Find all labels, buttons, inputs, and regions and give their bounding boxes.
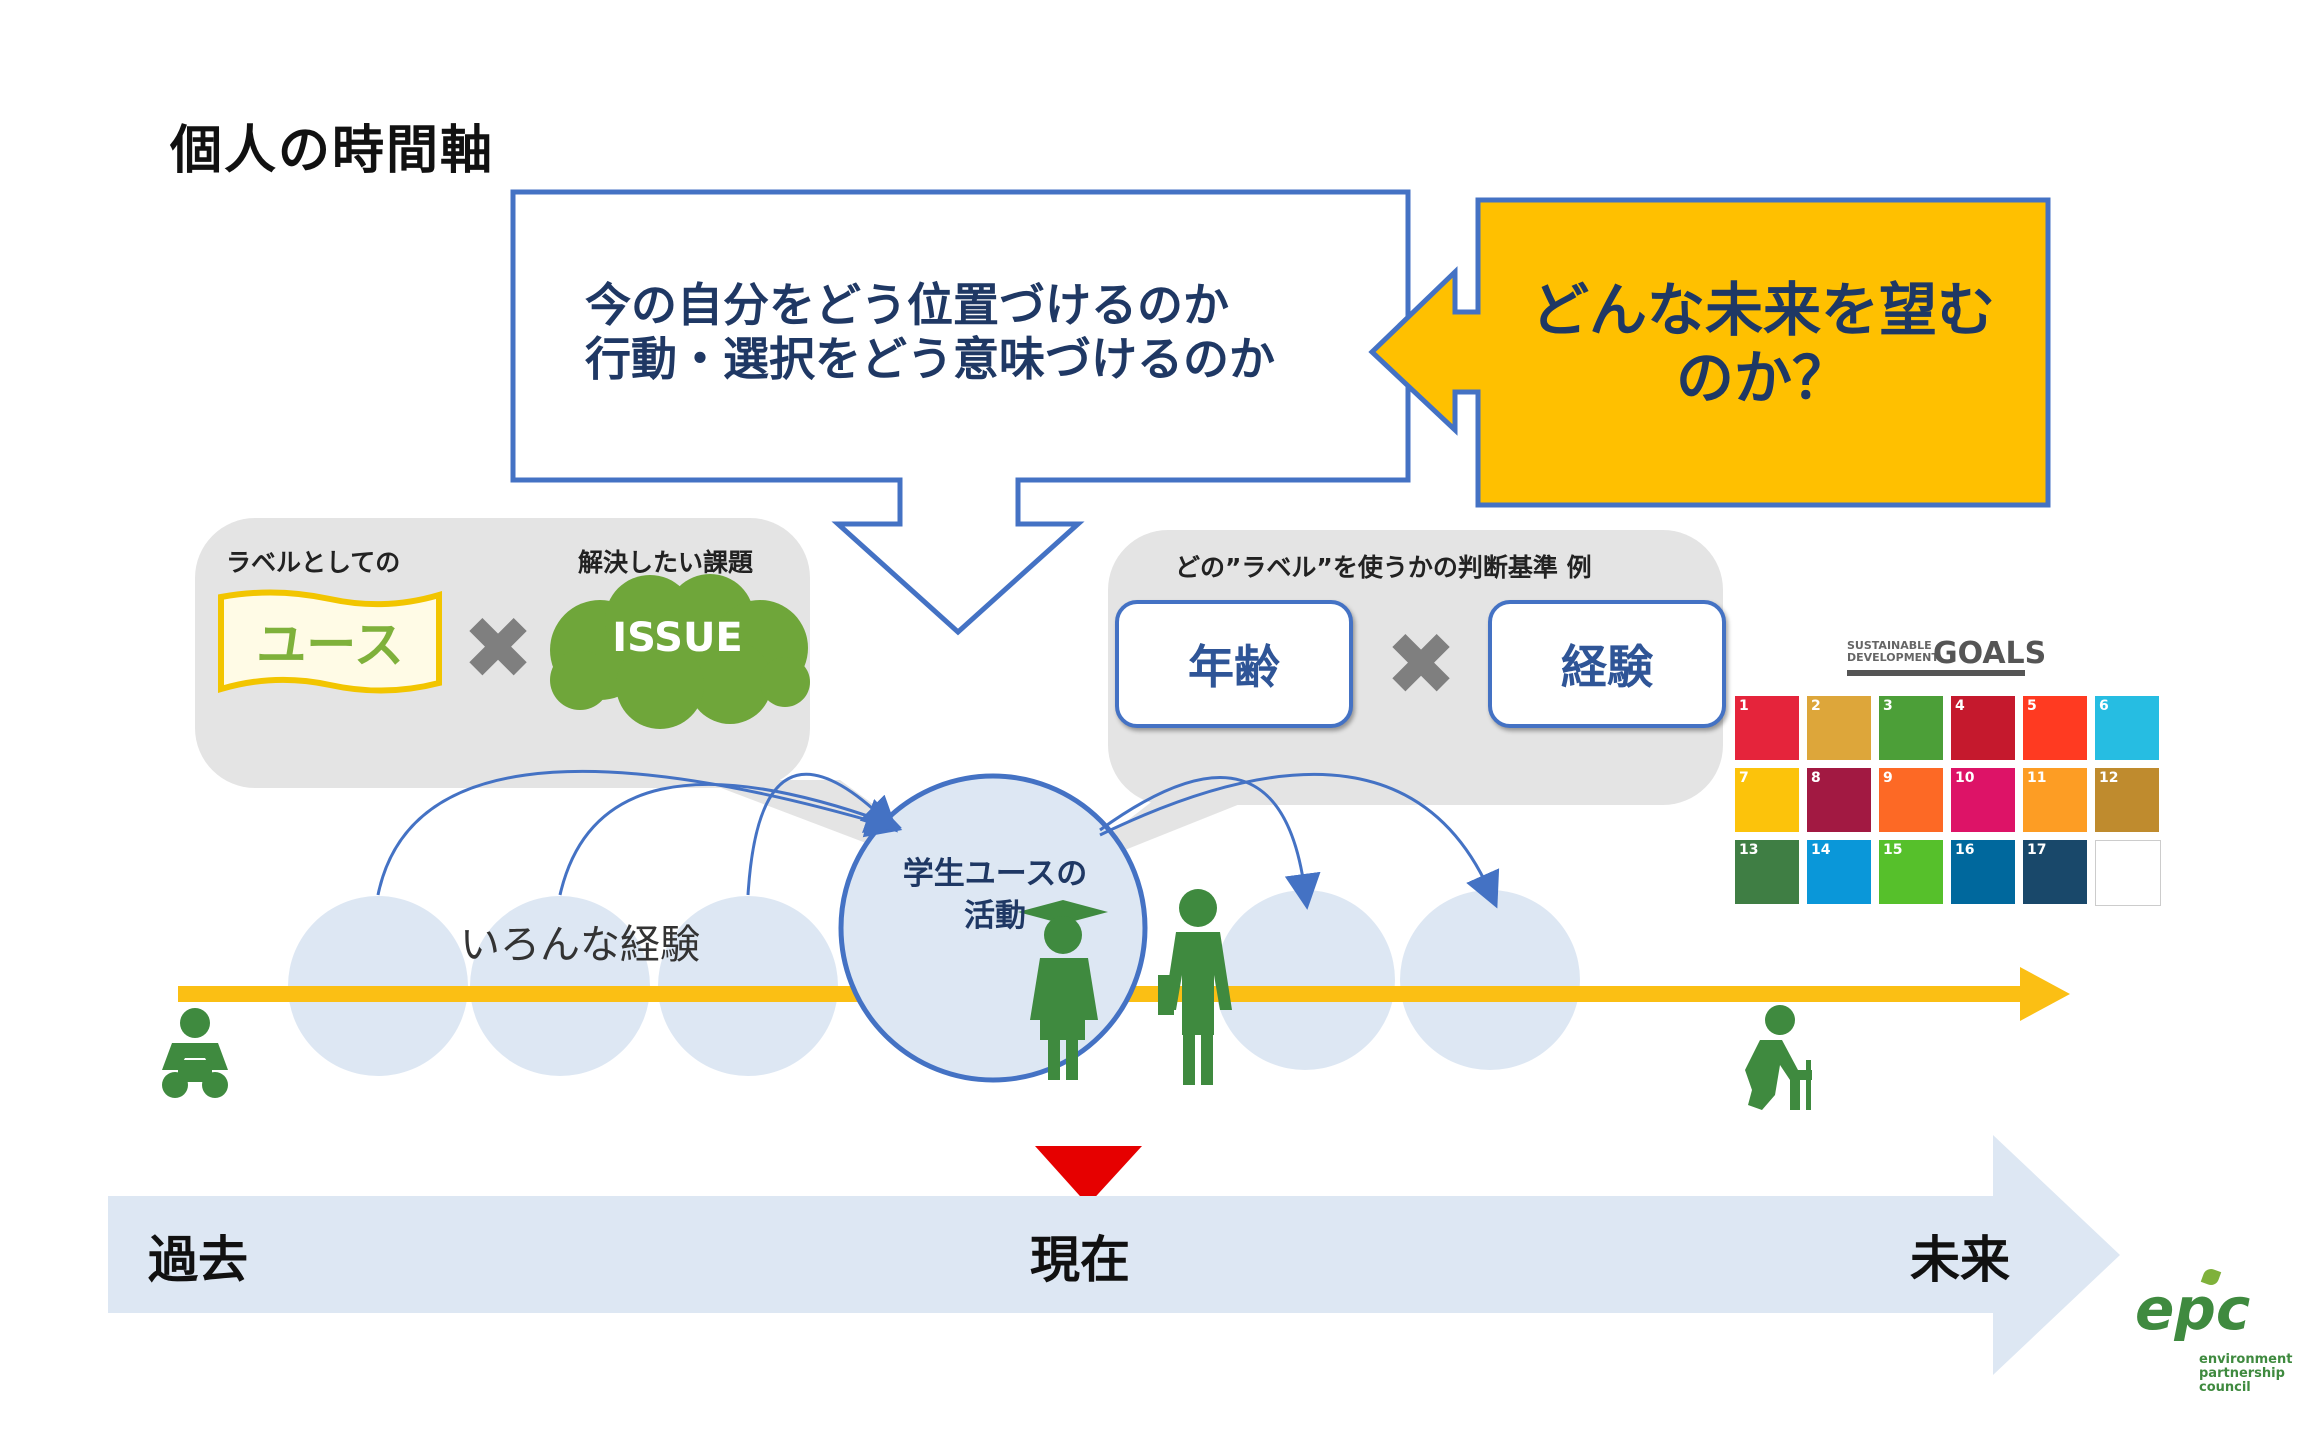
multiply-icon: ✖ <box>462 599 535 699</box>
sdg-goal-tile: 4 <box>1951 696 2015 760</box>
sdg-goal-tile: 14 <box>1807 840 1871 904</box>
sdg-goal-tile: 13 <box>1735 840 1799 904</box>
sdg-goal-tile: 1 <box>1735 696 1799 760</box>
criteria-caption: どの”ラベル”を使うかの判断基準 例 <box>1175 553 1592 582</box>
sdg-goal-tile: 6 <box>2095 696 2159 760</box>
sdg-goal-tile: 17 <box>2023 840 2087 904</box>
graduate-icon <box>1018 900 1108 1080</box>
epc-line-1: environment <box>2199 1352 2293 1367</box>
sdg-goal-tile: 8 <box>1807 768 1871 832</box>
experience-box: 経験 <box>1488 600 1726 728</box>
past-label: 過去 <box>148 1231 248 1289</box>
sdgs-caption-line-2: DEVELOPMENT <box>1847 651 1939 664</box>
future-question-line-1: どんな未来を望む <box>1530 276 1995 344</box>
present-label: 現在 <box>1030 1231 1130 1289</box>
label-issue-caption: 解決したい課題 <box>578 548 754 577</box>
sdg-goal-tile: 10 <box>1951 768 2015 832</box>
sdg-goal-tile: 2 <box>1807 696 1871 760</box>
epc-line-2: partnership <box>2199 1366 2285 1381</box>
present-marker <box>1035 1146 1142 1205</box>
student-activity-label: 学生ユースの 活動 <box>880 853 1110 937</box>
baby-icon <box>162 1008 228 1098</box>
businessman-icon <box>1158 889 1232 1085</box>
student-activity-line-2: 活動 <box>964 898 1026 934</box>
multiply-icon: ✖ <box>1385 615 1458 715</box>
sdg-goal-tile: 9 <box>1879 768 1943 832</box>
sdg-goal-tile: 11 <box>2023 768 2087 832</box>
elderly-icon <box>1745 1005 1812 1110</box>
sdgs-goals-text: GOALS <box>1933 636 2047 671</box>
label-youth-caption: ラベルとしての <box>226 548 401 577</box>
future-label: 未来 <box>1910 1231 2010 1289</box>
future-circle <box>1400 890 1580 1070</box>
epc-mark: epc <box>2135 1275 2251 1343</box>
student-activity-line-1: 学生ユースの <box>902 856 1088 892</box>
page-title: 個人の時間軸 <box>170 121 495 181</box>
experience-label: いろんな経験 <box>460 922 700 968</box>
sdg-goal-tile: 15 <box>1879 840 1943 904</box>
timeline-arrow-head <box>2020 967 2070 1021</box>
sdg-goal-tile: 7 <box>1735 768 1799 832</box>
sdgs-caption-line-1: SUSTAINABLE <box>1847 639 1932 652</box>
issue-label: ISSUE <box>612 615 743 661</box>
age-box: 年齢 <box>1115 600 1353 728</box>
sdg-goal-tile: 16 <box>1951 840 2015 904</box>
youth-label: ユース <box>256 616 404 674</box>
future-question-line-2: のか？ <box>1675 344 1850 412</box>
epc-line-3: council <box>2199 1380 2251 1395</box>
sdgs-underline <box>1847 670 2025 676</box>
future-circle <box>1215 890 1395 1070</box>
youth-banner <box>218 589 442 694</box>
sdg-goal-tile: 5 <box>2023 696 2087 760</box>
epc-logo: epc environment partnership council <box>2135 1266 2300 1425</box>
issue-cloud <box>550 574 810 729</box>
callout-line-1: 今の自分をどう位置づけるのか <box>585 278 1229 332</box>
sdg-goal-tile: 12 <box>2095 768 2159 832</box>
time-axis-arrow <box>108 1135 2120 1375</box>
sdg-logo-tile <box>2095 840 2161 906</box>
sdg-goal-tile: 3 <box>1879 696 1943 760</box>
callout-line-2: 行動・選択をどう意味づけるのか <box>585 332 1275 386</box>
